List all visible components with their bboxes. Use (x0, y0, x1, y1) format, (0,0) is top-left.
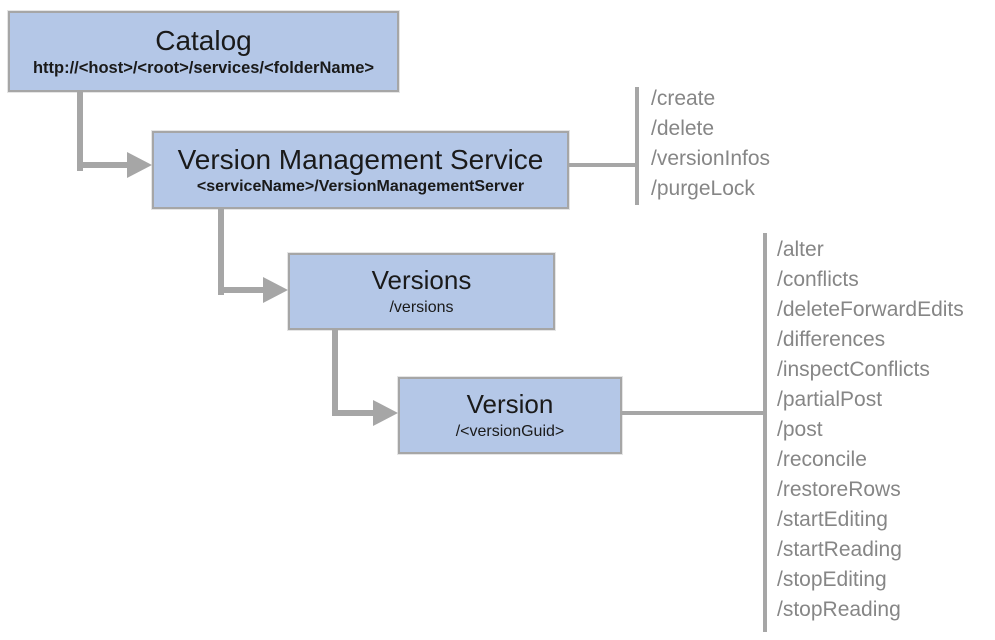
node-version-management-service: Version Management Service <serviceName>… (152, 131, 569, 209)
version-operations-list: /alter /conflicts /deleteForwardEdits /d… (777, 235, 964, 625)
arrowhead-icon (263, 277, 288, 303)
node-version: Version /<versionGuid> (398, 377, 622, 454)
connector-vms-to-versions-horizontal (218, 287, 266, 293)
arrowhead-icon (373, 400, 398, 426)
node-catalog: Catalog http://<host>/<root>/services/<f… (8, 11, 399, 92)
operation-item: /conflicts (777, 268, 859, 291)
operation-item: /delete (651, 117, 715, 140)
operation-item: /create (651, 87, 716, 110)
node-vms-url: <serviceName>/VersionManagementServer (196, 178, 525, 196)
connector-vms-to-versions-vertical (218, 209, 224, 295)
node-versions-url: /versions (389, 298, 454, 316)
operation-item: /startReading (777, 538, 902, 561)
node-catalog-title: Catalog (155, 24, 252, 56)
vms-operations-list: /create /delete /versionInfos /purgeLock (651, 84, 770, 204)
connector-catalog-to-vms-horizontal (77, 162, 129, 168)
operation-item: /inspectConflicts (777, 358, 930, 381)
connector-versions-to-version-horizontal (332, 410, 376, 416)
operation-item: /restoreRows (777, 478, 901, 501)
operation-item: /alter (777, 238, 824, 261)
arrowhead-icon (127, 152, 152, 178)
version-operations-bracket-line (763, 233, 767, 632)
operation-item: /reconcile (777, 448, 867, 471)
operation-item: /startEditing (777, 508, 888, 531)
connector-catalog-to-vms-vertical (77, 92, 83, 171)
node-vms-title: Version Management Service (177, 143, 544, 175)
node-versions: Versions /versions (288, 253, 555, 330)
operation-item: /differences (777, 328, 886, 351)
node-versions-title: Versions (371, 265, 472, 296)
operation-item: /deleteForwardEdits (777, 298, 964, 321)
operation-item: /post (777, 418, 823, 441)
operation-item: /purgeLock (651, 177, 755, 200)
node-version-title: Version (466, 389, 554, 420)
vms-operations-bracket-line (635, 87, 639, 205)
connector-version-to-operations (622, 411, 764, 415)
connector-vms-to-operations (569, 163, 636, 167)
node-catalog-url: http://<host>/<root>/services/<folderNam… (32, 59, 375, 78)
operation-item: /versionInfos (651, 147, 771, 170)
connector-versions-to-version-vertical (332, 330, 338, 416)
node-version-url: /<versionGuid> (455, 422, 565, 440)
operation-item: /partialPost (777, 388, 883, 411)
operation-item: /stopEditing (777, 568, 887, 591)
operation-item: /stopReading (777, 598, 901, 621)
